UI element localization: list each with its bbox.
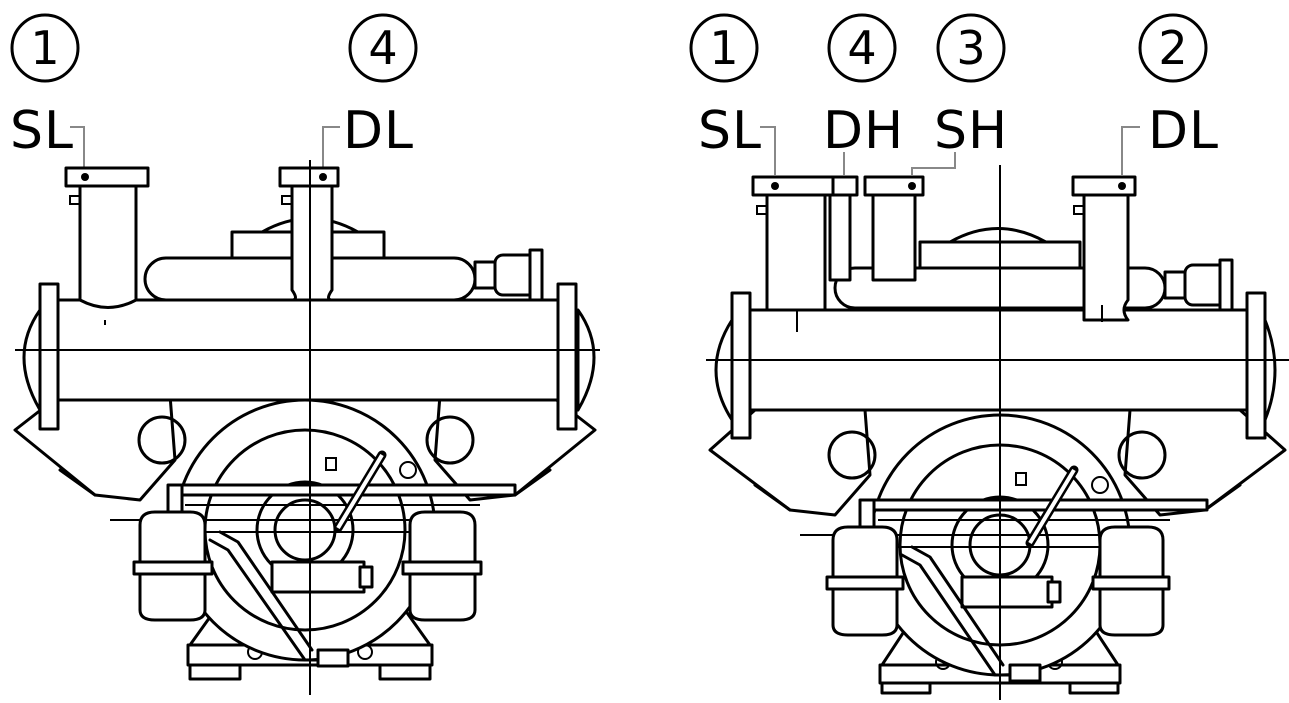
right-port-3-label: SH [934,101,1008,161]
right-port-4-label: DH [823,101,904,161]
right-port-2-label: DL [1148,101,1219,161]
left-sl-pipe [64,166,150,309]
left-dl-pipe [278,166,340,302]
right-sl-pipe [751,175,835,312]
port-number: 4 [847,21,876,75]
right-lever [900,465,1079,683]
left-end-caps [22,282,596,431]
right-dl-pipe [1071,175,1137,322]
right-end-caps [714,291,1277,440]
right-dl-leader [1121,126,1140,175]
left-upper-header [143,217,544,302]
right-canisters [825,525,1171,637]
left-dl-leader [322,126,340,170]
right-sh-leader [911,152,956,175]
left-port-1-label: SL [10,101,74,161]
left-port-4-callout: 4 [348,13,418,83]
right-sl-leader [760,126,776,175]
left-motor-housing [173,398,437,662]
left-compressor: 1 4 SL DL [10,13,600,695]
left-canisters [132,510,483,622]
port-number: 1 [30,21,59,75]
right-port-1-label: SL [698,101,762,161]
right-rails [800,498,1209,548]
port-number: 2 [1158,21,1187,75]
right-port-4-callout: 4 [827,13,897,83]
right-dh-pipe [828,175,859,282]
left-lever [208,450,387,668]
right-port-3-callout: 3 [936,13,1006,83]
port-number: 4 [368,21,397,75]
left-port-4-label: DL [343,101,414,161]
right-sh-pipe [863,175,925,282]
port-number: 3 [956,21,985,75]
port-number: 1 [709,21,738,75]
right-compressor: 1 4 3 2 SL DH SH DL [689,13,1289,700]
right-port-1-callout: 1 [689,13,759,83]
left-port-1-callout: 1 [10,13,80,83]
left-sl-leader [70,126,85,170]
right-port-2-callout: 2 [1138,13,1208,83]
